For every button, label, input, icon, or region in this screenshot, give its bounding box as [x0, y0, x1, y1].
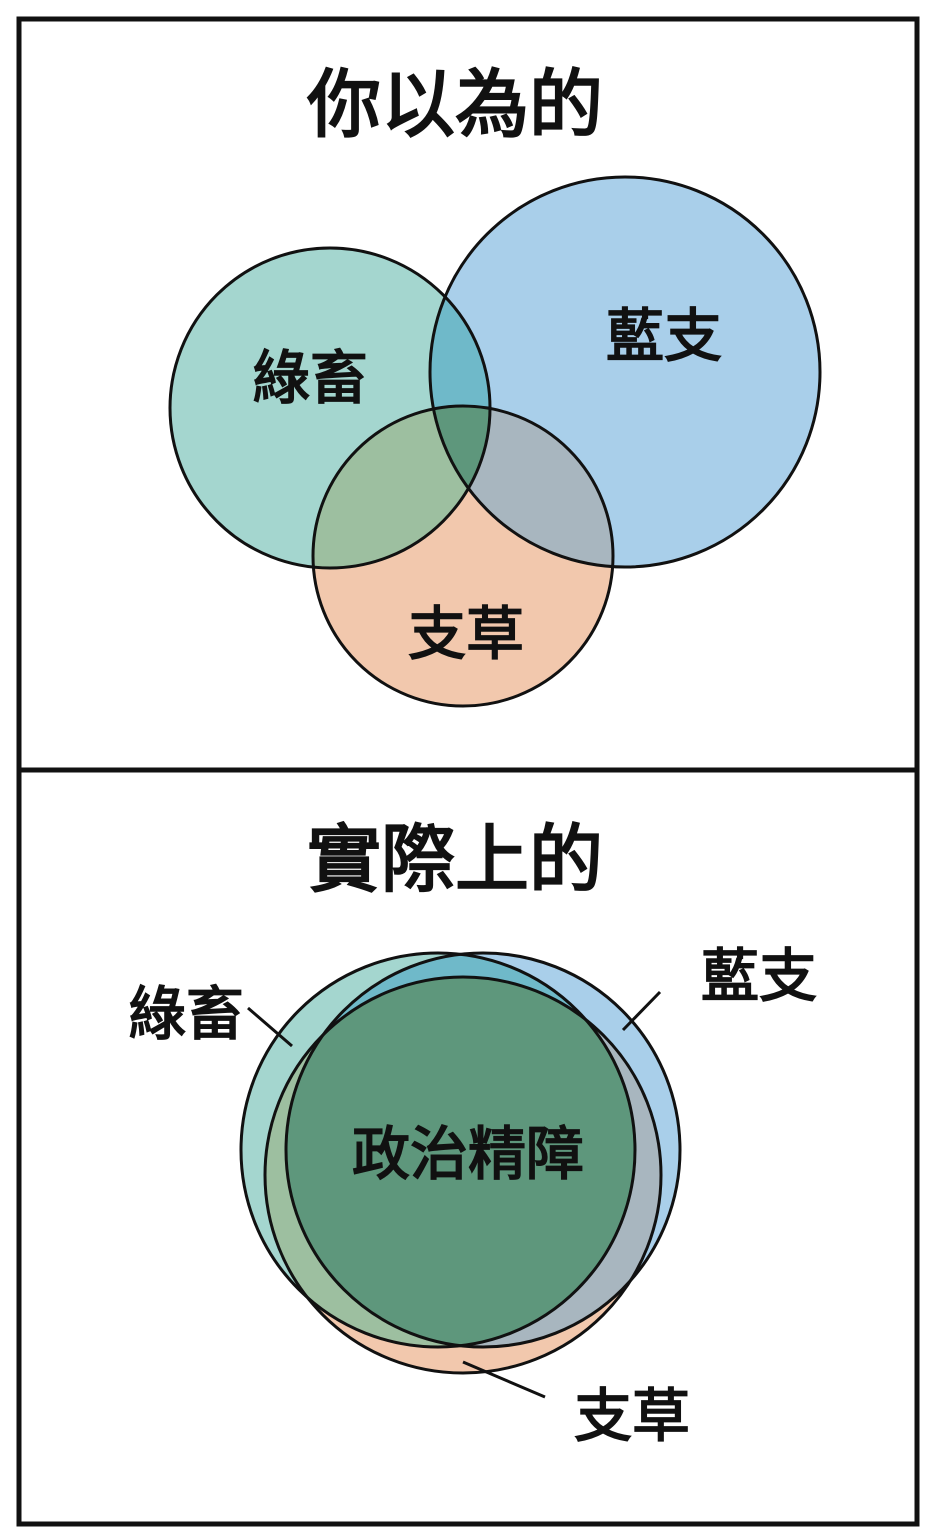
outline-green-actual [239, 951, 637, 1349]
label-orange-expected: 支草 [408, 600, 524, 668]
label-center-actual: 政治精障 [352, 1120, 584, 1188]
label-green-actual: 綠畜 [128, 980, 244, 1048]
leader-orange-actual [462, 1360, 546, 1399]
label-orange-actual: 支草 [574, 1382, 690, 1450]
outline-orange-expected [311, 404, 615, 708]
panel-title-expected: 你以為的 [306, 62, 603, 148]
outline-orange-actual [263, 975, 663, 1375]
panel-expected: 你以為的 綠畜 藍支 支草 [168, 62, 822, 708]
label-blue-expected: 藍支 [606, 302, 722, 370]
outline-blue-expected [428, 175, 822, 569]
label-blue-actual: 藍支 [701, 942, 817, 1010]
overlap-all-actual [286, 977, 635, 1347]
leader-blue-actual [621, 990, 662, 1032]
leader-green-actual [247, 1006, 293, 1048]
panel-title-actual: 實際上的 [307, 817, 603, 903]
outline-blue-actual [284, 951, 682, 1349]
panel-actual: 實際上的 綠畜 藍支 支草 政治精障 [128, 817, 817, 1450]
label-green-expected: 綠畜 [252, 344, 368, 412]
